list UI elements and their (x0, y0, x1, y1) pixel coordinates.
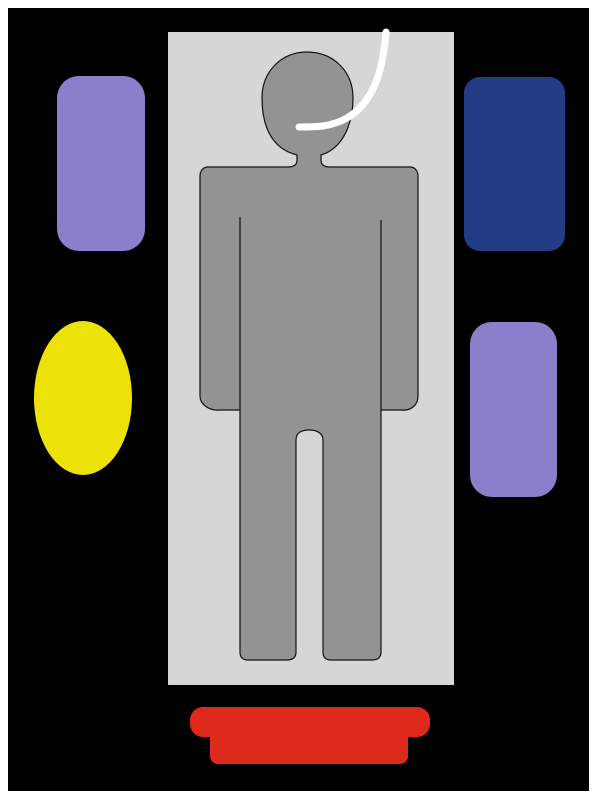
dark-blue-block (464, 77, 565, 251)
red-platform-base (210, 725, 408, 764)
light-purple-block (470, 322, 557, 497)
light-purple-block (57, 76, 145, 251)
yellow-oval (34, 321, 132, 475)
